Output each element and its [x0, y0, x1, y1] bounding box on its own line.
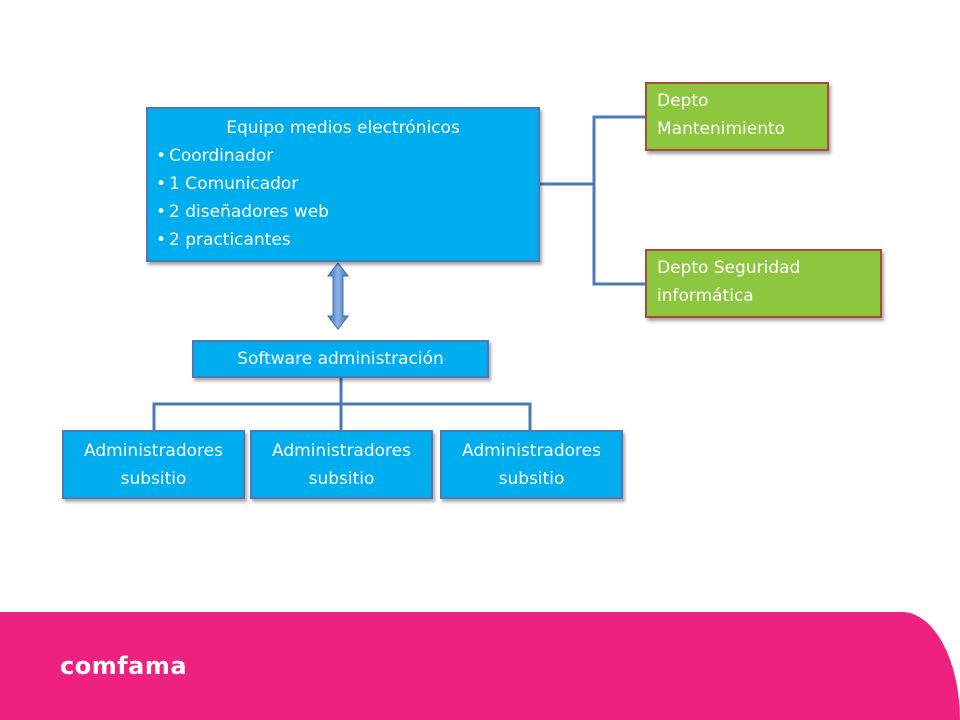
main-team-item: 1 Comunicador [156, 170, 530, 198]
admin-box-label: Administradores subsitio [84, 440, 223, 489]
admin-box: Administradores subsitio [440, 430, 623, 499]
main-team-box: Equipo medios electrónicos Coordinador 1… [146, 107, 540, 262]
connector-department-branch [592, 115, 646, 286]
admin-box-label: Administradores subsitio [462, 440, 601, 489]
main-team-item: 2 practicantes [156, 226, 530, 254]
admin-box: Administradores subsitio [62, 430, 245, 499]
double-arrow [326, 262, 350, 330]
admin-box: Administradores subsitio [250, 430, 433, 499]
department-security-box: Depto Seguridad informática [645, 249, 882, 318]
software-box: Software administración [192, 340, 489, 378]
main-team-item: 2 diseñadores web [156, 198, 530, 226]
brand-logo: comfama [60, 652, 188, 680]
admin-box-label: Administradores subsitio [272, 440, 411, 489]
main-team-item: Coordinador [156, 142, 530, 170]
department-maintenance-box: Depto Mantenimiento [645, 82, 829, 151]
main-team-title: Equipo medios electrónicos [226, 118, 460, 138]
main-team-list: Coordinador 1 Comunicador 2 diseñadores … [156, 142, 530, 254]
footer-band [0, 612, 960, 720]
